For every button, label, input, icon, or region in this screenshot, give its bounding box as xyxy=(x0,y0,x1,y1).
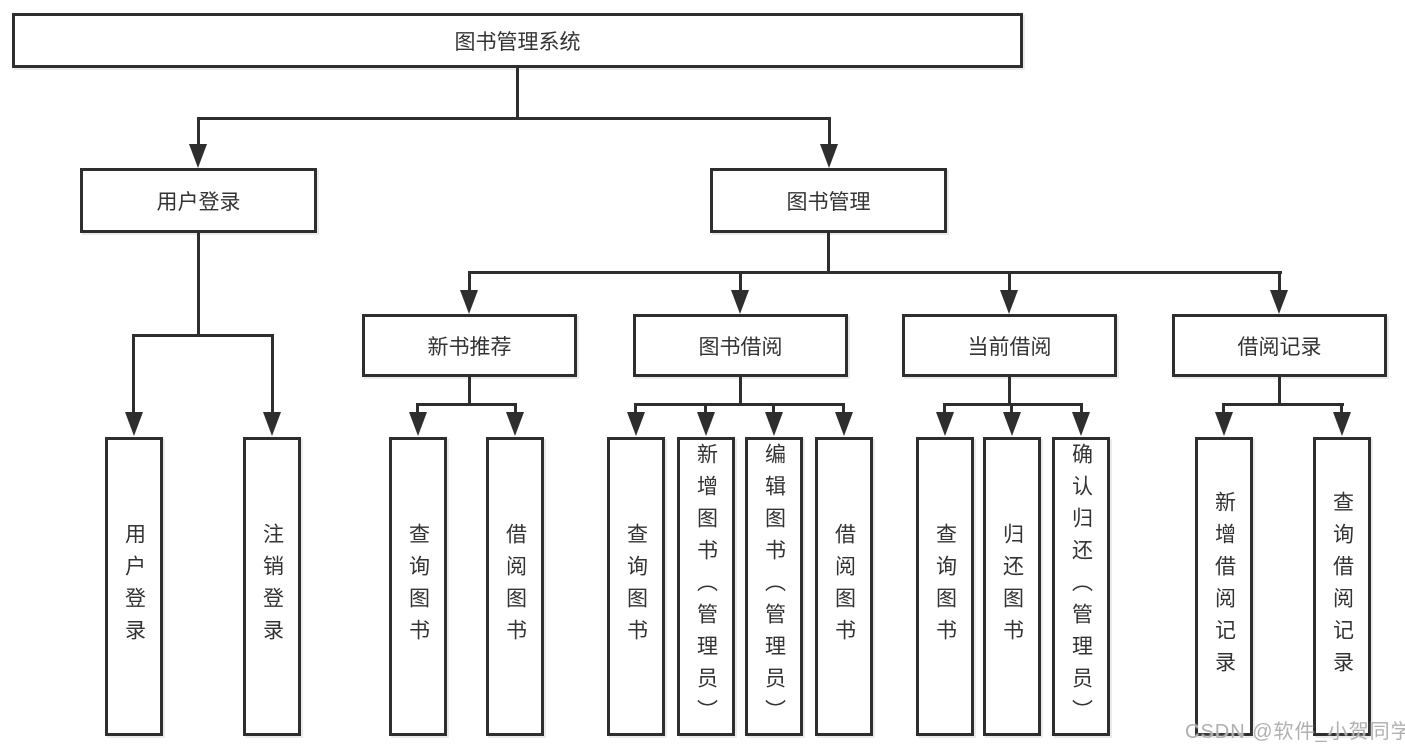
arrowhead-icon xyxy=(697,412,715,436)
arrowhead-icon xyxy=(409,412,427,436)
leaf-add-borrow-record-label: 新增借阅记录 xyxy=(1212,490,1236,683)
connector-vline xyxy=(634,403,637,414)
leaf-return-book-label: 归还图书 xyxy=(1000,522,1024,651)
leaf-user-login-label: 用户登录 xyxy=(122,522,146,651)
arrowhead-icon xyxy=(189,144,207,168)
connector-vline xyxy=(842,403,845,414)
connector-vline xyxy=(197,233,200,335)
watermark: CSDN @软件_小贺同学 xyxy=(1185,721,1405,743)
leaf-borrow-books-label: 借阅图书 xyxy=(832,522,856,651)
connector-vline xyxy=(416,403,419,414)
leaf-edit-book-admin: 编辑图书（管理员） xyxy=(745,437,803,736)
node-current-borrowing-label: 当前借阅 xyxy=(967,335,1052,359)
node-book-borrowing-label: 图书借阅 xyxy=(698,335,783,359)
connector-vline xyxy=(772,403,775,414)
leaf-query-books-current: 查询图书 xyxy=(916,437,974,736)
arrowhead-icon xyxy=(731,290,749,314)
connector-vline xyxy=(468,271,471,292)
leaf-query-borrow-record: 查询借阅记录 xyxy=(1313,437,1371,736)
node-book-management-label: 图书管理 xyxy=(786,190,871,214)
node-book-management: 图书管理 xyxy=(710,168,947,233)
node-user-login: 用户登录 xyxy=(80,168,317,233)
connector-hline xyxy=(634,403,845,406)
arrowhead-icon xyxy=(1003,412,1021,436)
arrowhead-icon xyxy=(1270,290,1288,314)
leaf-add-book-admin: 新增图书（管理员） xyxy=(677,437,735,736)
connector-hline xyxy=(1222,403,1344,406)
connector-vline xyxy=(1278,377,1281,404)
leaf-borrow-books-recommend-label: 借阅图书 xyxy=(503,522,527,651)
arrowhead-icon xyxy=(936,412,954,436)
leaf-logout: 注销登录 xyxy=(243,437,301,736)
leaf-query-books-recommend-label: 查询图书 xyxy=(406,522,430,651)
leaf-borrow-books-recommend: 借阅图书 xyxy=(486,437,544,736)
leaf-query-books-borrowing-label: 查询图书 xyxy=(624,522,648,651)
arrowhead-icon xyxy=(1215,412,1233,436)
arrowhead-icon xyxy=(1000,290,1018,314)
connector-vline xyxy=(827,233,830,274)
leaf-user-login: 用户登录 xyxy=(105,437,163,736)
leaf-logout-label: 注销登录 xyxy=(260,522,284,651)
leaf-confirm-return-admin: 确认归还（管理员） xyxy=(1052,437,1110,736)
node-current-borrowing: 当前借阅 xyxy=(902,314,1117,377)
leaf-add-borrow-record: 新增借阅记录 xyxy=(1195,437,1253,736)
node-new-book-recommend: 新书推荐 xyxy=(362,314,577,377)
connector-vline xyxy=(739,377,742,404)
arrowhead-icon xyxy=(627,412,645,436)
connector-vline xyxy=(468,377,471,404)
connector-vline xyxy=(1008,377,1011,404)
connector-hline xyxy=(416,403,517,406)
arrowhead-icon xyxy=(820,144,838,168)
leaf-query-books-recommend: 查询图书 xyxy=(389,437,447,736)
arrowhead-icon xyxy=(125,412,143,436)
leaf-query-books-borrowing: 查询图书 xyxy=(607,437,665,736)
connector-vline xyxy=(739,271,742,292)
connector-vline xyxy=(197,117,200,146)
arrowhead-icon xyxy=(263,412,281,436)
leaf-query-books-current-label: 查询图书 xyxy=(933,522,957,651)
leaf-add-book-admin-label: 新增图书（管理员） xyxy=(694,442,718,731)
node-new-book-recommend-label: 新书推荐 xyxy=(427,335,512,359)
connector-vline xyxy=(1080,403,1083,414)
node-borrowing-records: 借阅记录 xyxy=(1172,314,1387,377)
connector-vline xyxy=(514,403,517,414)
connector-vline xyxy=(132,334,135,414)
connector-vline xyxy=(704,403,707,414)
arrowhead-icon xyxy=(1072,412,1090,436)
leaf-edit-book-admin-label: 编辑图书（管理员） xyxy=(762,442,786,731)
connector-hline xyxy=(132,334,274,337)
connector-hline xyxy=(468,271,1282,274)
connector-vline xyxy=(1340,403,1343,414)
leaf-query-borrow-record-label: 查询借阅记录 xyxy=(1330,490,1354,683)
connector-vline xyxy=(1278,271,1281,292)
arrowhead-icon xyxy=(765,412,783,436)
leaf-return-book: 归还图书 xyxy=(983,437,1041,736)
node-root: 图书管理系统 xyxy=(12,13,1023,68)
connector-vline xyxy=(1222,403,1225,414)
connector-vline xyxy=(828,117,831,146)
connector-vline xyxy=(1008,271,1011,292)
arrowhead-icon xyxy=(506,412,524,436)
connector-hline xyxy=(943,403,1083,406)
connector-vline xyxy=(1010,403,1013,414)
arrowhead-icon xyxy=(835,412,853,436)
leaf-borrow-books: 借阅图书 xyxy=(815,437,873,736)
leaf-confirm-return-admin-label: 确认归还（管理员） xyxy=(1069,442,1093,731)
node-book-borrowing: 图书借阅 xyxy=(633,314,848,377)
connector-vline xyxy=(271,334,274,414)
arrowhead-icon xyxy=(1333,412,1351,436)
connector-hline xyxy=(197,117,831,120)
connector-vline xyxy=(516,68,519,118)
node-root-label: 图书管理系统 xyxy=(454,30,581,54)
node-borrowing-records-label: 借阅记录 xyxy=(1237,335,1322,359)
arrowhead-icon xyxy=(460,290,478,314)
node-user-login-label: 用户登录 xyxy=(156,190,241,214)
connector-vline xyxy=(943,403,946,414)
